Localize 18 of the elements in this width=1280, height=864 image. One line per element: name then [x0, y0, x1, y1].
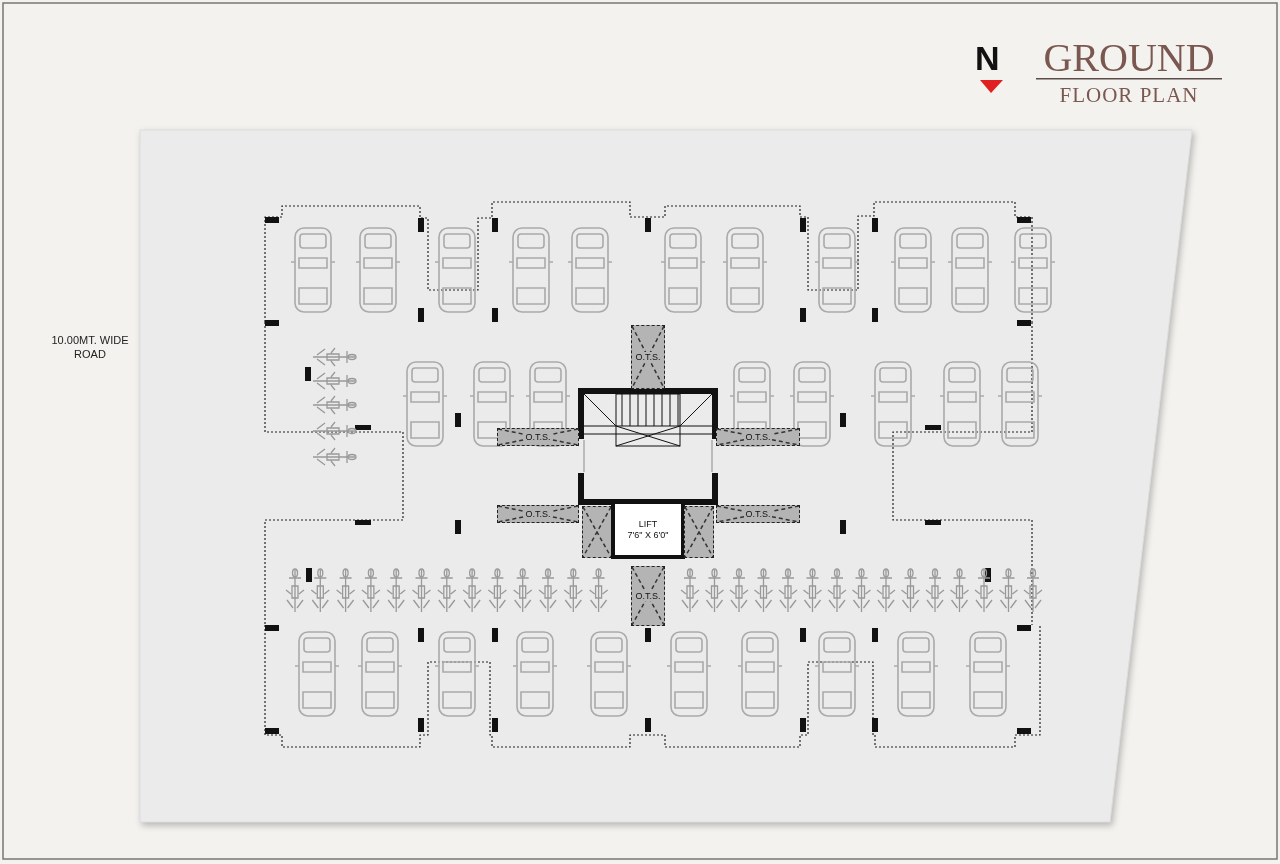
- north-letter: N: [975, 40, 1000, 76]
- shaft-label: O.T.S.: [744, 432, 772, 442]
- duct-shaft: [716, 428, 800, 446]
- duct-shaft: [497, 505, 579, 523]
- duct-shaft: [497, 428, 579, 446]
- duct-shaft: [716, 505, 800, 523]
- shaft-label: O.T.S.: [744, 509, 772, 519]
- shaft-label: O.T.S.: [524, 432, 552, 442]
- duct-shaft: [631, 566, 665, 626]
- duct-shaft: [631, 325, 665, 389]
- lift-label: LIFT: [638, 518, 658, 530]
- duct-shaft: [582, 506, 612, 558]
- road-label: 10.00MT. WIDE ROAD: [50, 333, 130, 361]
- shaft-label: O.T.S.: [634, 352, 662, 362]
- shaft-label: O.T.S.: [524, 509, 552, 519]
- lift-dimension: 7'6" X 6'0": [627, 529, 669, 541]
- duct-shaft: [684, 506, 714, 558]
- shaft-label: O.T.S.: [634, 591, 662, 601]
